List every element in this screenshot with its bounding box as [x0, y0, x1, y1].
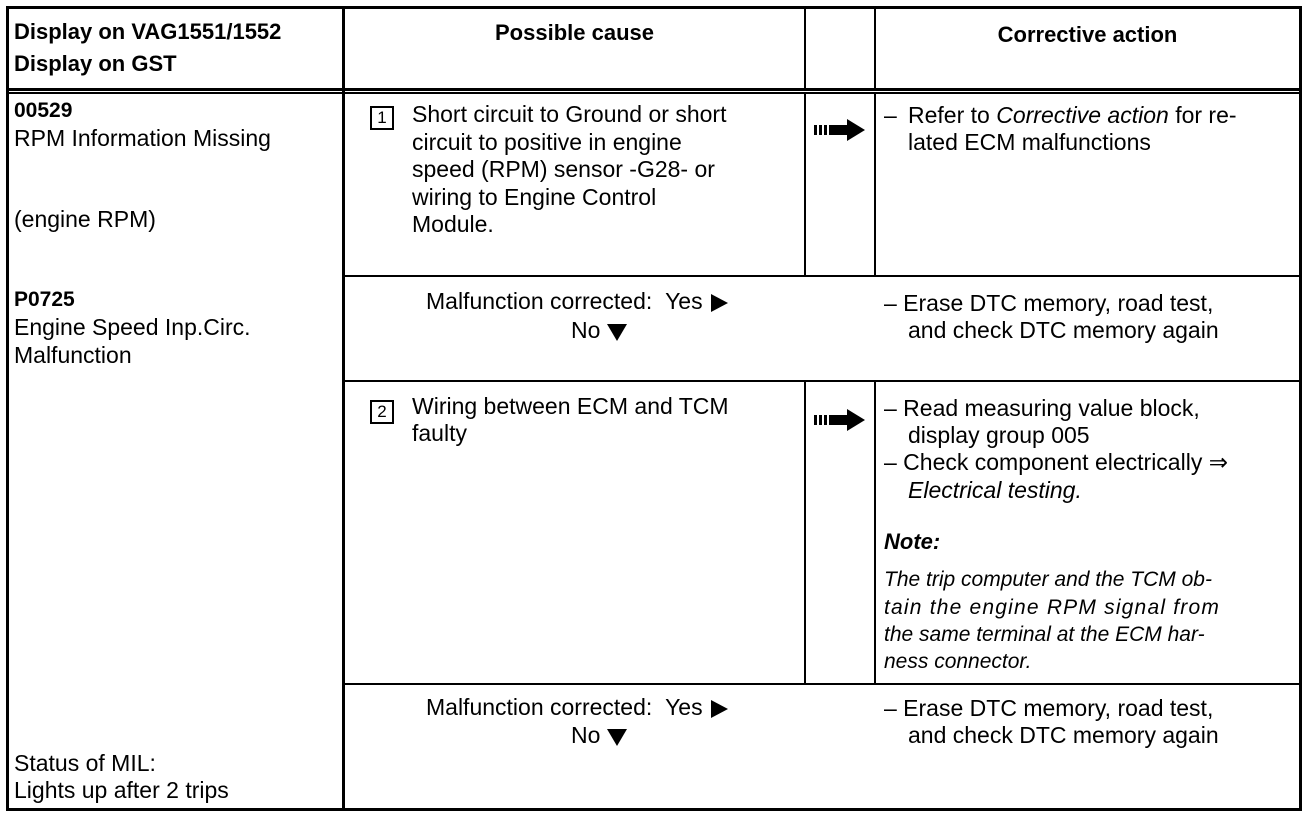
header-corrective-action: Corrective action [997, 22, 1178, 47]
column-divider [874, 6, 876, 90]
column-divider [342, 6, 345, 811]
note-text: the same terminal at the ECM har- [884, 623, 1205, 646]
malfunction-corrected-label: Malfunction corrected: Yes [426, 693, 729, 721]
step-number-badge: 1 [370, 106, 394, 130]
column-divider [874, 382, 876, 684]
corrective-action-reference: Corrective action [996, 102, 1169, 128]
cause-text: Wiring between ECM and TCM [412, 393, 729, 419]
no-label: No [571, 317, 601, 343]
triangle-right-icon [710, 699, 728, 718]
obd-description: Malfunction [14, 342, 132, 368]
note-text: ness connector. [884, 650, 1032, 673]
action-text-post: for re- [1175, 102, 1237, 128]
note-text: The trip computer and the TCM ob- [884, 568, 1212, 591]
action-text: and check DTC memory again [908, 722, 1219, 748]
triangle-down-icon [607, 728, 628, 746]
note-title: Note: [884, 529, 941, 554]
obd-description: Engine Speed Inp.Circ. [14, 314, 251, 340]
obd-code: P0725 [14, 288, 75, 311]
column-divider [804, 94, 806, 276]
cause-text: Module. [412, 211, 494, 237]
no-label-row: No [571, 316, 628, 344]
action-text: – Erase DTC memory, road test, [884, 290, 1214, 316]
electrical-testing-reference: Electrical testing. [908, 477, 1082, 503]
yes-label: Yes [665, 694, 703, 720]
cause-text: Short circuit to Ground or short [412, 101, 727, 127]
column-divider [874, 94, 876, 276]
cause-text: circuit to positive in engine [412, 129, 682, 155]
action-text: – Check component electrically ⇒ [884, 449, 1228, 475]
mil-status-value: Lights up after 2 trips [14, 777, 229, 803]
action-text: Refer to Corrective action for re- [908, 101, 1237, 129]
triangle-right-icon [710, 293, 728, 312]
table-border-right [1299, 6, 1302, 811]
mil-status-label: Status of MIL: [14, 750, 156, 776]
column-divider [804, 6, 806, 90]
table-border-top [6, 6, 1302, 9]
header-divider [6, 88, 1302, 91]
action-text: lated ECM malfunctions [908, 129, 1151, 155]
action-dash: – [884, 102, 897, 128]
header-display-gst: Display on GST [14, 51, 177, 76]
step-number-badge: 2 [370, 400, 394, 424]
row-divider [342, 380, 1302, 382]
dtc-note: (engine RPM) [14, 206, 156, 232]
no-label: No [571, 722, 601, 748]
action-text: and check DTC memory again [908, 317, 1219, 343]
dtc-code: 00529 [14, 99, 73, 122]
cause-text: speed (RPM) sensor -G28- or [412, 156, 715, 182]
table-border-left [6, 6, 9, 811]
cause-text: faulty [412, 420, 467, 446]
header-display-vag: Display on VAG1551/1552 [14, 19, 282, 44]
header-possible-cause: Possible cause [495, 20, 654, 45]
right-arrow-icon [814, 409, 865, 431]
malfunction-corrected-label: Malfunction corrected: Yes [426, 287, 729, 315]
action-text-pre: Refer to [908, 102, 990, 128]
row-divider [6, 92, 1302, 94]
triangle-down-icon [607, 323, 628, 341]
yes-label: Yes [665, 288, 703, 314]
no-label-row: No [571, 721, 628, 749]
note-text: tain the engine RPM signal from [884, 596, 1221, 619]
column-divider [804, 382, 806, 684]
dtc-description: RPM Information Missing [14, 125, 271, 151]
row-divider [342, 683, 1302, 685]
action-text: – Read measuring value block, [884, 395, 1200, 421]
row-divider [342, 275, 1302, 277]
action-text: – Erase DTC memory, road test, [884, 695, 1214, 721]
table-border-bottom [6, 808, 1302, 811]
cause-text: wiring to Engine Control [412, 184, 657, 210]
action-text: display group 005 [908, 422, 1090, 448]
right-arrow-icon [814, 119, 865, 141]
